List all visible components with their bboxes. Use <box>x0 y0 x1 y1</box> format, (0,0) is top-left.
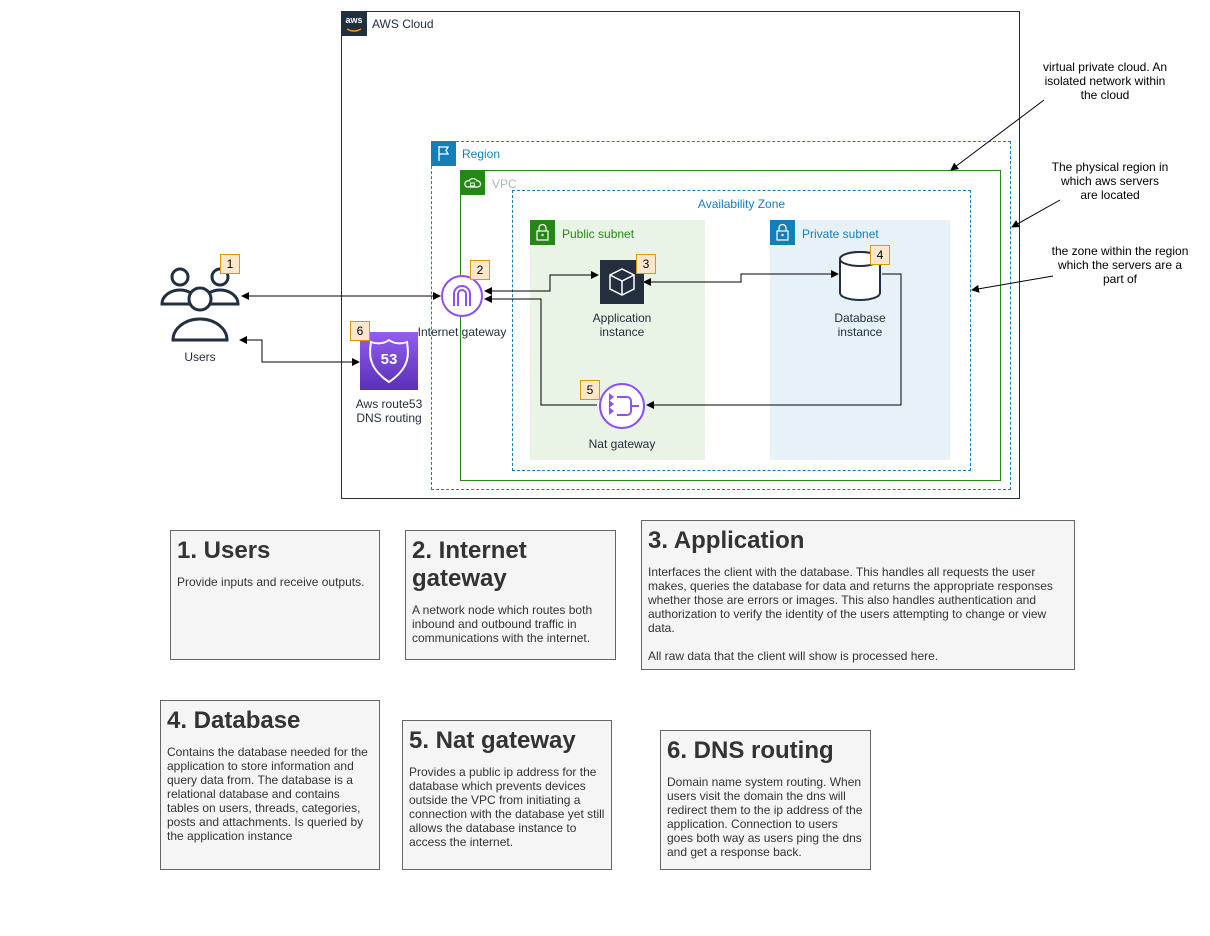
badge-route53: 6 <box>350 321 370 341</box>
card-users: 1. Users Provide inputs and receive outp… <box>170 530 380 660</box>
region-flag-icon <box>431 141 456 166</box>
nat-gateway-label: Nat gateway <box>588 437 656 451</box>
link-app-db <box>643 270 839 286</box>
application-instance-label: Application instance <box>592 311 652 339</box>
annotation-arrow-vpc <box>950 99 1045 171</box>
vpc-group <box>460 170 1001 481</box>
internet-gateway-icon <box>440 274 484 318</box>
database-instance-label: Database instance <box>834 311 886 339</box>
vpc-label: VPC <box>492 177 517 191</box>
aws-cloud-group <box>341 11 1020 499</box>
card-nat-gateway: 5. Nat gateway Provides a public ip addr… <box>402 720 612 870</box>
public-subnet-lock-icon <box>530 220 555 245</box>
aws-cloud-label: AWS Cloud <box>372 17 434 31</box>
card-dns-routing-title: 6. DNS routing <box>667 737 834 764</box>
card-internet-gateway-body: A network node which routes both inbound… <box>412 603 593 645</box>
public-subnet-label: Public subnet <box>562 227 635 241</box>
route53-icon-text: 53 <box>380 351 398 368</box>
badge-nat: 5 <box>580 380 600 400</box>
annotation-arrow-zone <box>971 275 1054 293</box>
badge-internet-gateway: 2 <box>470 260 490 280</box>
region-group <box>431 141 1011 490</box>
link-db-nat <box>646 273 902 409</box>
card-database-body: Contains the database needed for the app… <box>167 745 368 843</box>
card-internet-gateway: 2. Internet gateway A network node which… <box>405 530 616 660</box>
card-application-body: Interfaces the client with the database.… <box>648 565 1053 663</box>
region-label: Region <box>462 147 501 161</box>
private-subnet-label: Private subnet <box>802 227 879 241</box>
users-label: Users <box>184 350 216 364</box>
card-database-title: 4. Database <box>167 707 301 734</box>
badge-database: 4 <box>870 245 890 265</box>
annotation-zone: the zone within the region which the ser… <box>1051 244 1189 286</box>
internet-gateway-label: Internet gateway <box>417 325 507 339</box>
card-nat-gateway-title: 5. Nat gateway <box>409 727 576 754</box>
card-application-title: 3. Application <box>648 527 805 554</box>
card-dns-routing-body: Domain name system routing. When users v… <box>667 775 863 859</box>
card-dns-routing: 6. DNS routing Domain name system routin… <box>660 730 871 870</box>
card-application: 3. Application Interfaces the client wit… <box>641 520 1075 670</box>
card-internet-gateway-title: 2. Internet gateway <box>412 537 527 592</box>
link-nat-igw <box>484 295 597 406</box>
annotation-vpc: virtual private cloud. An isolated netwo… <box>1042 60 1168 102</box>
route53-icon: 53 <box>360 332 418 390</box>
private-subnet-lock-icon <box>770 220 795 245</box>
link-igw-app <box>484 271 599 295</box>
badge-users: 1 <box>220 254 240 274</box>
card-nat-gateway-body: Provides a public ip address for the dat… <box>409 765 605 849</box>
users-icon <box>160 264 240 344</box>
annotation-region: The physical region in which aws servers… <box>1051 160 1169 202</box>
route53-label: Aws route53 DNS routing <box>355 397 423 425</box>
card-database: 4. Database Contains the database needed… <box>160 700 380 870</box>
card-users-title: 1. Users <box>177 537 271 564</box>
annotation-arrow-region <box>1011 199 1061 228</box>
badge-application: 3 <box>636 254 656 274</box>
nat-gateway-icon <box>597 382 647 430</box>
card-users-body: Provide inputs and receive outputs. <box>177 575 365 589</box>
availability-zone-label: Availability Zone <box>697 197 786 211</box>
vpc-cloud-icon <box>460 170 485 195</box>
availability-zone-group <box>512 190 971 471</box>
aws-logo-icon: aws <box>341 11 367 36</box>
link-users-route53 <box>239 336 360 366</box>
